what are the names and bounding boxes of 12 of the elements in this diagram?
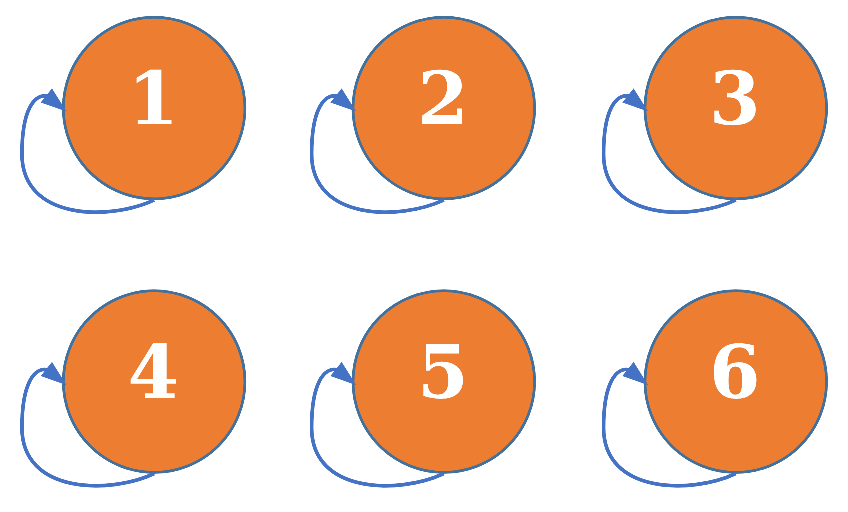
node-circle: 3	[643, 16, 828, 200]
arrow	[20, 88, 155, 214]
arrow	[601, 88, 736, 214]
node-circle: 4	[62, 290, 246, 474]
arrow	[20, 362, 155, 488]
node-circle: 5	[351, 290, 536, 474]
node-circle: 2	[351, 16, 536, 200]
arrow	[310, 362, 444, 488]
node-circle: 6	[643, 290, 828, 474]
arrow	[310, 88, 444, 214]
arrow	[601, 362, 736, 488]
node-circle: 1	[62, 16, 246, 200]
